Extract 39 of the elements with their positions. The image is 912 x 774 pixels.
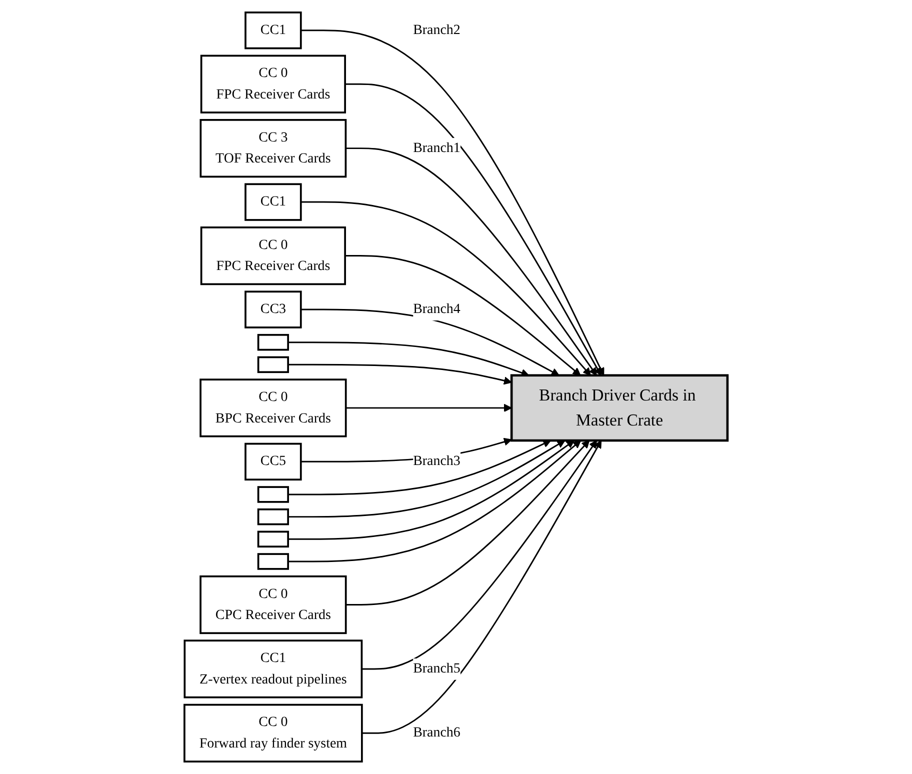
node-box	[257, 553, 290, 570]
arrow	[288, 440, 575, 540]
arrow	[300, 30, 604, 376]
arrow	[345, 255, 581, 376]
edge-label: Branch3	[413, 454, 460, 469]
arrow	[288, 364, 512, 385]
arrow	[288, 440, 582, 562]
arrow	[288, 440, 566, 518]
node-box: CC 3 TOF Receiver Cards	[200, 119, 347, 178]
node-box: CC1	[244, 183, 302, 221]
edge-label: Branch1	[413, 140, 460, 156]
node-box	[257, 530, 290, 548]
node-box	[257, 508, 290, 526]
node-box: CC 0 FPC Receiver Cards	[200, 226, 346, 286]
arrow	[362, 440, 598, 670]
arrow	[346, 148, 597, 376]
node-box: CC 0 Forward ray finder system	[184, 704, 363, 762]
arrow	[300, 201, 592, 376]
node-box: CC 0 BPC Receiver Cards	[200, 378, 347, 438]
node-box	[257, 486, 290, 503]
edge-label: Branch6	[413, 725, 460, 740]
node-box: CC1 Z-vertex readout pipelines	[184, 640, 363, 698]
node-box	[257, 356, 290, 374]
node-box	[257, 334, 290, 351]
arrow	[345, 83, 602, 376]
arrow	[346, 440, 590, 606]
node-box: CC5	[244, 442, 302, 481]
node-box: CC3	[244, 290, 302, 328]
edge-label: Branch4	[413, 302, 460, 317]
arrow	[300, 308, 560, 376]
edge-label: Branch2	[413, 22, 460, 38]
arrow	[288, 440, 552, 496]
node-box: CC 0 FPC Receiver Cards	[200, 54, 346, 114]
arrow	[346, 404, 512, 412]
node-box: CC 0 CPC Receiver Cards	[200, 575, 347, 634]
edge-label: Branch5	[413, 661, 460, 676]
arrow	[362, 440, 602, 734]
node-box: CC1	[244, 12, 302, 50]
node-box: Branch Driver Cards in Master Crate	[510, 374, 729, 442]
